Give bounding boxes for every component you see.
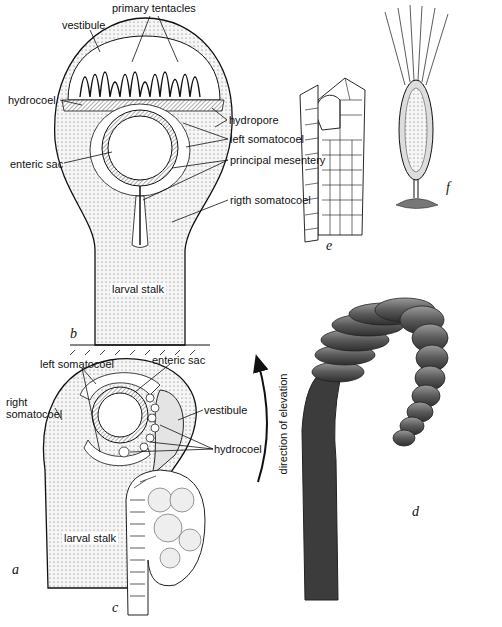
part-label: vestibule: [204, 404, 247, 416]
part-label: enteric sac: [10, 158, 63, 170]
part-label: left somatocoel: [40, 358, 114, 370]
part-label: right somatocoel: [6, 396, 66, 420]
panel-letter: f: [446, 180, 450, 195]
panel-letter: a: [12, 562, 19, 577]
part-label: larval stalk: [62, 532, 118, 544]
part-label: enteric sac: [152, 354, 205, 366]
part-label: direction of elevation: [277, 374, 289, 475]
part-label: primary tentacles: [112, 2, 196, 14]
part-label: hydrocoel: [214, 443, 262, 455]
panel-letter: e: [326, 238, 332, 253]
part-label: vestibule: [62, 19, 105, 31]
panel-letter: b: [70, 326, 77, 341]
part-label: rigth somatocoel: [230, 194, 311, 206]
panel-letter: c: [112, 600, 118, 615]
part-label: left somatocoel: [230, 133, 304, 145]
part-label: hydropore: [229, 114, 279, 126]
part-label: principal mesentery: [230, 154, 325, 166]
part-label: larval stalk: [110, 283, 166, 295]
part-label: hydrocoel: [8, 94, 56, 106]
panel-letter: d: [412, 504, 419, 519]
